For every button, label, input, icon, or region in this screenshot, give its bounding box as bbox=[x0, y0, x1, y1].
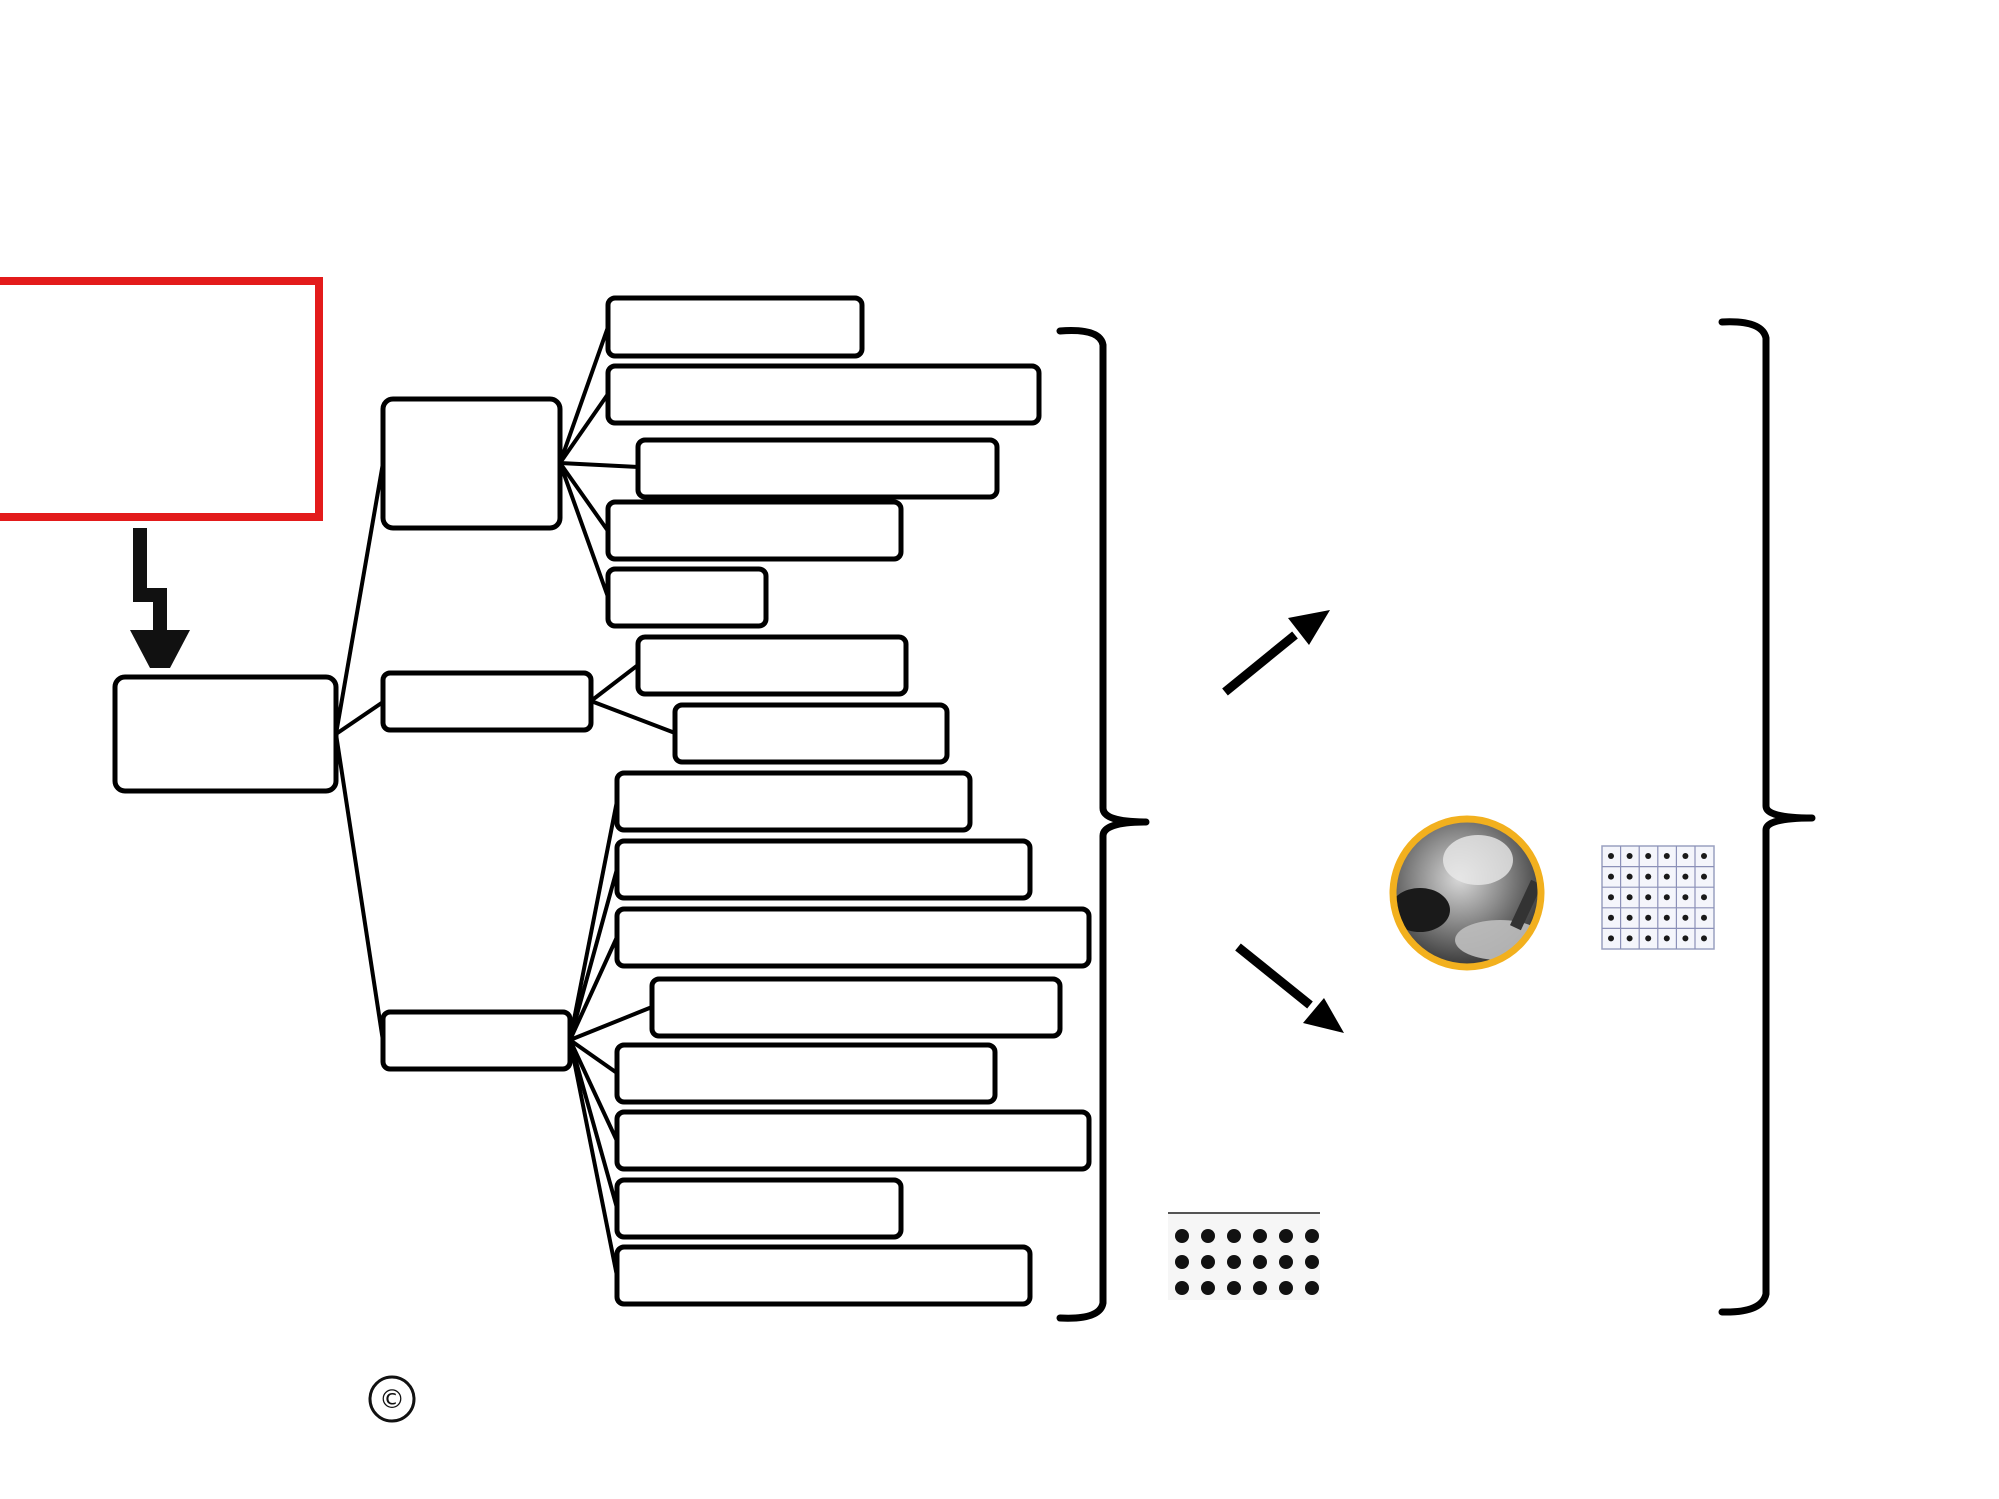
stepped-down-arrow-icon bbox=[130, 528, 190, 668]
leaf-3-6 bbox=[614, 1109, 1092, 1172]
closing-brace-right bbox=[1718, 318, 1816, 1316]
category-node-1 bbox=[380, 396, 563, 531]
category-3-leaves bbox=[614, 770, 1092, 1307]
spot-array-small bbox=[1168, 1212, 1320, 1300]
category-3-connectors bbox=[568, 800, 653, 1277]
leaf-1-1 bbox=[605, 295, 865, 359]
leaf-1-5 bbox=[605, 566, 769, 629]
category-node-2 bbox=[380, 670, 594, 733]
leaf-2-2 bbox=[672, 702, 950, 765]
spot-array-grid bbox=[1601, 845, 1715, 950]
leaf-3-8 bbox=[614, 1244, 1033, 1307]
leaf-1-2 bbox=[605, 363, 1042, 426]
leaf-1-4 bbox=[605, 499, 904, 562]
round-photo bbox=[1389, 815, 1545, 971]
category-2-leaves bbox=[635, 634, 950, 765]
category-2-connectors bbox=[589, 663, 676, 735]
leaf-2-1 bbox=[635, 634, 909, 697]
leaf-3-4 bbox=[649, 976, 1063, 1039]
title-box bbox=[0, 277, 323, 521]
category-node-3 bbox=[380, 1009, 573, 1072]
category-1-leaves bbox=[605, 295, 1042, 629]
leaf-1-3 bbox=[635, 437, 1000, 500]
arrow-down-right-icon bbox=[1235, 943, 1344, 1033]
leaf-3-3 bbox=[614, 906, 1092, 969]
leaf-3-5 bbox=[614, 1042, 998, 1105]
leaf-3-7 bbox=[614, 1177, 904, 1240]
root-connectors bbox=[334, 462, 385, 1042]
closing-brace-left bbox=[1056, 327, 1150, 1322]
copyright-icon: © bbox=[368, 1375, 416, 1423]
leaf-3-1 bbox=[614, 770, 973, 833]
arrow-up-right-icon bbox=[1222, 610, 1330, 696]
category-1-connectors bbox=[558, 326, 639, 598]
copyright-symbol: © bbox=[379, 1385, 405, 1415]
root-node bbox=[112, 674, 339, 794]
leaf-3-2 bbox=[614, 838, 1033, 901]
